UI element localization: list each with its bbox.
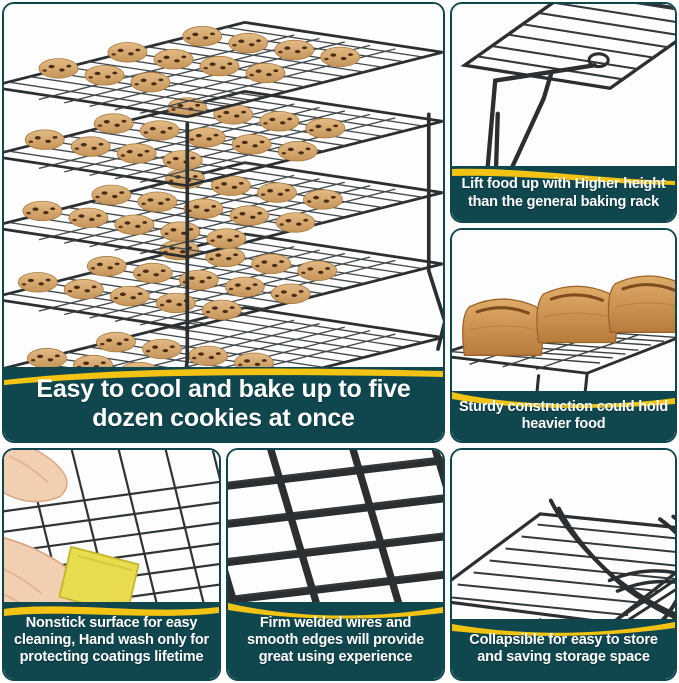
yellow-wave-accent (228, 603, 443, 621)
panel-higher-height-detail: Lift food up with Higher height than the… (450, 2, 677, 223)
height-caption-text: Lift food up with Higher height than the… (461, 176, 666, 210)
weld-caption-text: Firm welded wires and smooth edges will … (246, 614, 425, 666)
panel-sturdy-construction-with-bread: Sturdy construction could hold heavier f… (450, 228, 677, 443)
panel-nonstick-surface-cleaning: Nonstick surface for easy cleaning, Hand… (2, 448, 221, 681)
sturdy-caption-bar: Sturdy construction could hold heavier f… (452, 391, 675, 441)
yellow-wave-accent (452, 622, 675, 638)
panel-five-tier-cooling-rack-with-cookies: Easy to cool and bake up to five dozen c… (2, 2, 445, 443)
yellow-wave-accent (452, 392, 675, 410)
sturdy-caption-text: Sturdy construction could hold heavier f… (458, 398, 669, 432)
hero-caption-text: Easy to cool and bake up to five dozen c… (36, 374, 411, 433)
weld-caption-bar: Firm welded wires and smooth edges will … (228, 602, 443, 679)
yellow-wave-accent (4, 368, 443, 386)
fold-caption-bar: Collapsible for easy to store and saving… (452, 619, 675, 679)
height-caption-bar: Lift food up with Higher height than the… (452, 166, 675, 221)
clean-caption-text: Nonstick surface for easy cleaning, Hand… (13, 614, 209, 666)
hero-caption-bar: Easy to cool and bake up to five dozen c… (4, 367, 443, 441)
panel-welded-wire-detail: Firm welded wires and smooth edges will … (226, 448, 445, 681)
panel-collapsible-storage: Collapsible for easy to store and saving… (450, 448, 677, 681)
fold-caption-text: Collapsible for easy to store and saving… (469, 631, 658, 665)
clean-caption-bar: Nonstick surface for easy cleaning, Hand… (4, 602, 219, 679)
yellow-wave-accent (452, 168, 675, 185)
yellow-wave-accent (4, 606, 219, 621)
